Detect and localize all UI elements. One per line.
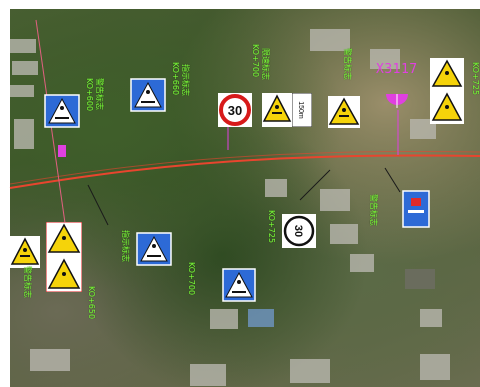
distance-plate-icon: 150m [292,93,312,127]
stake-label: KO+725 [267,210,276,244]
pedestrian-crossing-icon [222,268,256,302]
speed-limit-value: 30 [228,103,242,118]
minimum-speed-value: 30 [292,225,304,237]
sign-label: 警告标志 [95,78,104,110]
minimum-speed-icon: 30 [282,214,316,248]
building [190,364,226,386]
stake-label: KO+650 [87,286,96,320]
aerial-imagery [10,9,480,387]
children-crossing-warning-icon [10,236,40,268]
sign-label: 警告标志 [343,48,352,80]
speed-limit-sign[interactable]: 30 [218,93,252,127]
pedestrian-crossing-icon [44,94,80,128]
building [210,309,238,329]
building [14,119,34,149]
hazard-warning-icon [46,222,82,292]
leader-line [299,169,331,201]
distance-plate[interactable]: 150m [292,93,312,127]
building [290,359,330,383]
warning-sign-stack[interactable] [430,58,464,124]
sign-pole-marker-icon [386,94,408,108]
route-label: X3117 [376,62,418,77]
stake-label: KO+725 [471,62,480,96]
building [10,39,36,53]
information-sign[interactable] [402,190,430,228]
pedestrian-crossing-sign[interactable] [136,232,172,266]
warning-sign[interactable] [328,96,360,128]
distance-plate-value: 150m [297,101,304,119]
pedestrian-crossing-sign[interactable] [222,268,256,302]
stake-label: KO+700 [187,262,196,296]
sign-label: 指示标志 [181,64,190,96]
building [410,119,436,139]
building [405,269,435,289]
building [30,349,70,371]
sign-label: 警告标志 [369,194,378,226]
building [330,224,358,244]
road-centerline [9,154,480,189]
stake-label: KO+660 [171,62,180,96]
building [10,85,34,97]
pedestrian-crossing-icon [130,78,166,112]
sign-label: 指示标志 [121,230,130,262]
minimum-speed-sign[interactable]: 30 [282,214,316,248]
warning-sign[interactable] [10,236,40,268]
sign-label: 警告标志 [23,266,32,298]
sign-label: 限速标志 [261,48,270,80]
route-marker[interactable] [384,92,410,108]
information-sign-icon [402,190,430,228]
building [310,29,350,51]
leader-line [384,167,401,193]
stake-label: KO+700 [251,44,260,78]
building [265,179,287,197]
stake-label: KO+600 [85,78,94,112]
pedestrian-crossing-sign[interactable] [44,94,80,128]
warning-sign[interactable] [262,93,292,127]
leader-line [87,184,109,226]
building [12,61,38,75]
pedestrian-crossing-sign[interactable] [130,78,166,112]
children-crossing-warning-icon [328,96,360,128]
building [420,354,450,380]
pedestrian-crossing-icon [136,232,172,266]
building [320,189,350,211]
warning-sign-stack[interactable] [46,222,82,292]
children-crossing-warning-icon [262,93,292,127]
speed-limit-icon: 30 [218,93,252,127]
building [370,49,400,69]
road-centerline-secondary [9,150,480,185]
building [350,254,374,272]
building [248,309,274,327]
building [420,309,442,327]
sign-pole-marker [58,145,66,157]
hazard-warning-icon [430,58,464,124]
